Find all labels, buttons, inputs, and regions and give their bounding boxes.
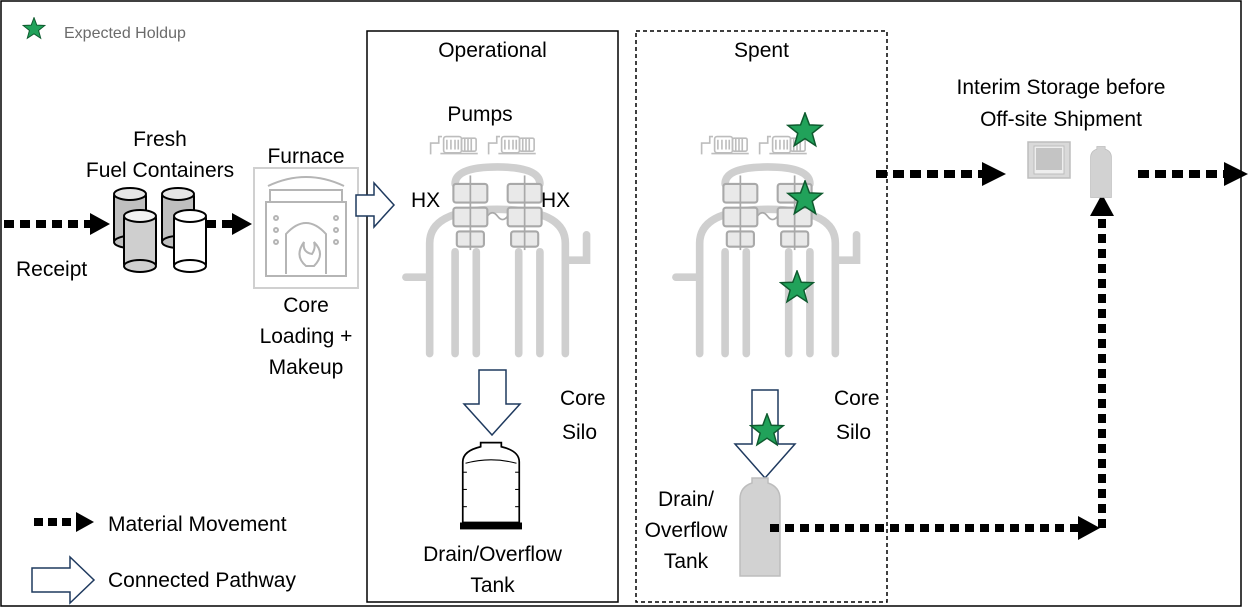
spent-tank-label-1: Drain/: [657, 488, 715, 511]
legend-pathway-arrow-icon: [31, 555, 96, 605]
spent-tank-label-3: Tank: [663, 550, 709, 573]
spent-silo-label: Silo: [836, 421, 872, 444]
core-loading-label-3: Makeup: [268, 356, 344, 379]
legend-holdup-label: Expected Holdup: [64, 25, 186, 42]
furnace-icon: [253, 167, 359, 289]
hx-right-label: HX: [541, 189, 571, 212]
operational-title: Operational: [438, 39, 547, 62]
fuel-containers-label: Fuel Containers: [85, 159, 235, 182]
receipt-arrow: [4, 213, 110, 235]
interim-label-2: Off-site Shipment: [980, 108, 1142, 131]
interim-label-1: Interim Storage before: [956, 76, 1166, 99]
furnace-pathway-arrow: [355, 181, 396, 229]
storage-up-arrow: [1090, 194, 1114, 528]
drain-tank-icon: [460, 441, 522, 531]
hx-left-label: HX: [411, 189, 441, 212]
to-furnace-arrow: [206, 213, 252, 235]
pump-icon: [700, 135, 750, 156]
op-silo-label: Silo: [562, 421, 598, 444]
legend-material-arrow-icon: [34, 512, 94, 532]
spent-core-label: Core: [834, 387, 880, 410]
reactor-icon: [676, 167, 857, 354]
op-core-label: Core: [560, 387, 606, 410]
op-tank-label-1: Drain/Overflow: [423, 543, 562, 566]
spent-tank-label-2: Overflow: [644, 519, 728, 542]
legend-pathway-label: Connected Pathway: [108, 569, 296, 592]
pump-icon: [487, 135, 537, 156]
storage-cask-icon: [1027, 141, 1071, 179]
core-loading-label-2: Loading +: [259, 325, 353, 348]
core-loading-label-1: Core: [283, 294, 329, 317]
core-silo-pathway-arrow: [462, 369, 522, 437]
legend-material-label: Material Movement: [108, 513, 287, 536]
op-tank-label-2: Tank: [470, 574, 515, 597]
furnace-label: Furnace: [267, 145, 345, 168]
fresh-label: Fresh: [133, 128, 187, 151]
outer-border: [0, 0, 1242, 607]
operational-box: [366, 30, 619, 603]
spent-title: Spent: [734, 39, 789, 62]
pump-icon: [429, 135, 479, 156]
pumps-label: Pumps: [447, 103, 513, 126]
fuel-containers-icon: [113, 187, 207, 273]
receipt-label: Receipt: [16, 258, 88, 281]
shipment-arrow: [1138, 162, 1248, 186]
to-interim-arrow: [876, 162, 1006, 186]
storage-tank-icon: [1089, 146, 1113, 198]
holdup-legend-star-icon: [22, 17, 46, 39]
spent-box: [635, 30, 888, 603]
tank-to-storage-arrow: [770, 516, 1100, 540]
